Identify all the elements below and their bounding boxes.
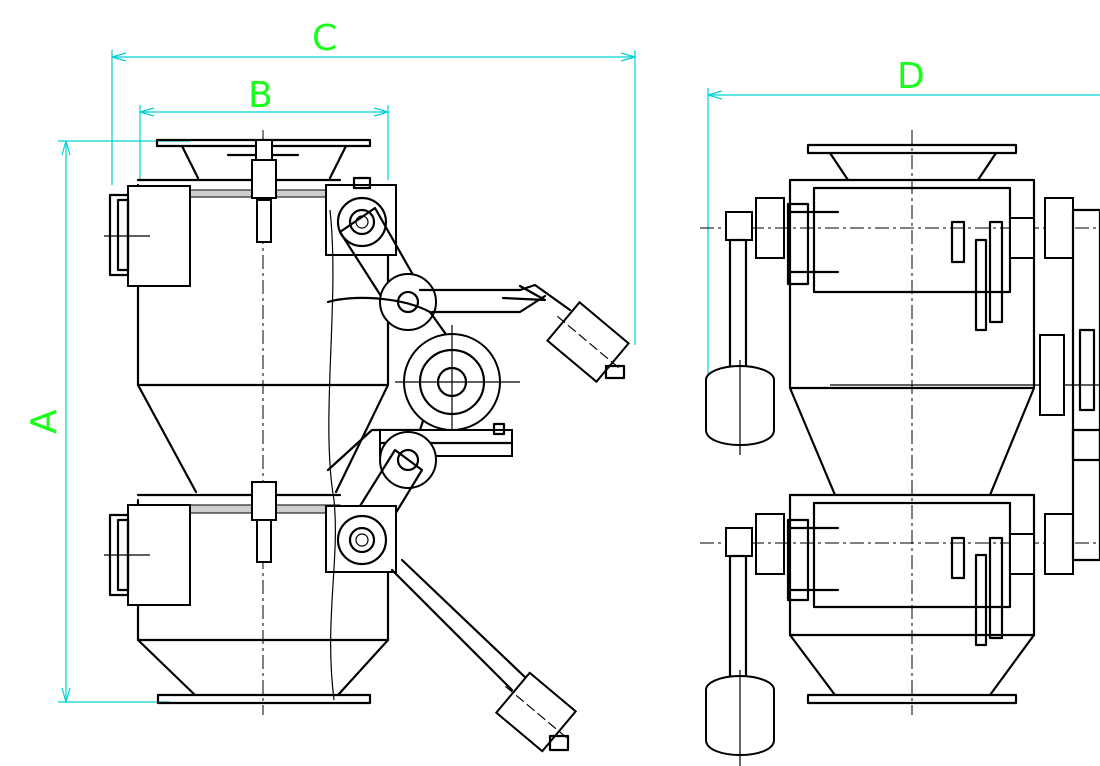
side-view [104, 130, 630, 753]
front-view [700, 130, 1100, 766]
dimension-C: C [111, 18, 636, 345]
dimension-label-B: B [248, 75, 273, 116]
dimension-label-A: A [24, 409, 65, 434]
dimension-label-D: D [897, 56, 925, 97]
dimension-label-C: C [312, 18, 337, 59]
dimension-B: B [139, 75, 389, 180]
dimension-D: D [707, 56, 1100, 380]
